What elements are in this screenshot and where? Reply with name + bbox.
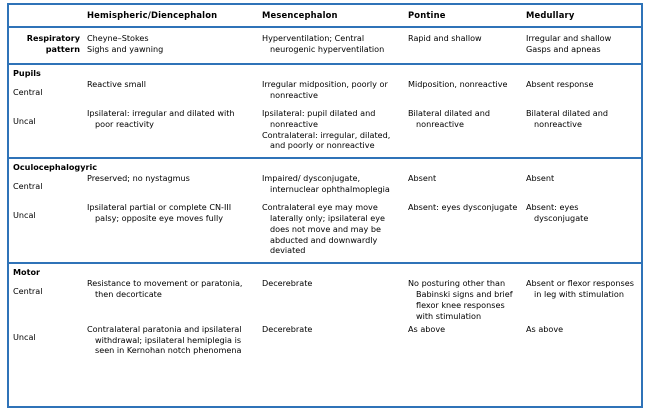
header-row: Hemispheric/Diencephalon Mesencephalon P…: [9, 5, 641, 29]
cell-text: Absent: eyes dysconjugate: [408, 202, 518, 213]
cell-pupils-uncal-medullary: Bilateral dilated and nonreactive: [526, 106, 641, 158]
cell-respiratory-mesencephalon: Hyperventilation; Central neurogenic hyp…: [262, 27, 408, 64]
section-heading-oculocephalogyric: Oculocephalogyric: [13, 162, 98, 173]
cell-text: Sighs and yawning: [87, 44, 164, 55]
cell-oculo-central-hemispheric: Preserved; no nystagmus: [87, 157, 262, 201]
localization-table-frame: Hemispheric/Diencephalon Mesencephalon P…: [7, 3, 643, 408]
cell-text: Absent: [408, 173, 437, 184]
cell-text: Decerebrate: [262, 323, 313, 334]
table-row: Uncal Ipsilateral: irregular and dilated…: [9, 106, 641, 158]
table-body: Respiratory pattern Cheyne–Stokes Sighs …: [9, 27, 641, 356]
cell-oculo-central-mesencephalon: Impaired/ dysconjugate, internuclear oph…: [262, 157, 408, 201]
cell-text: As above: [526, 323, 564, 334]
cell-text: Absent or flexor responses in leg with s…: [526, 278, 634, 300]
cell-oculo-uncal-hemispheric: Ipsilateral partial or complete CN-III p…: [87, 200, 262, 263]
cell-text: Irregular and shallow: [526, 33, 612, 44]
cell-pupils-central-medullary: Absent response: [526, 62, 641, 106]
cell-text: Ipsilateral partial or complete CN-III p…: [87, 202, 232, 223]
cell-text: Impaired/ dysconjugate, internuclear oph…: [262, 173, 390, 195]
cell-motor-uncal-medullary: As above: [526, 322, 641, 357]
cell-text: Resistance to movement or paratonia, the…: [87, 278, 243, 300]
section-heading-pupils: Pupils: [13, 67, 41, 78]
cell-motor-uncal-pontine: As above: [408, 322, 526, 357]
table-row: Uncal Ipsilateral partial or complete CN…: [9, 200, 641, 263]
sub-row-label: Central: [13, 181, 43, 192]
sub-row-label: Uncal: [13, 210, 36, 221]
cell-respiratory-medullary: Irregular and shallow Gasps and apneas: [526, 27, 641, 64]
cell-text: Decerebrate: [262, 278, 313, 289]
cell-text: Absent response: [526, 78, 594, 89]
cell-text: Ipsilateral: pupil dilated and nonreacti…: [262, 107, 376, 129]
table-row: Motor Central Resistance to movement or …: [9, 262, 641, 322]
table-row: Respiratory pattern Cheyne–Stokes Sighs …: [9, 27, 641, 64]
cell-oculo-uncal-mesencephalon: Contralateral eye may move laterally onl…: [262, 200, 408, 263]
cell-text: Bilateral dilated and nonreactive: [526, 107, 608, 129]
cell-text: Contralateral paratonia and ipsilateral …: [87, 323, 242, 356]
column-header-medullary: Medullary: [526, 5, 641, 29]
column-header-blank: [9, 5, 87, 29]
cell-text: Reactive small: [87, 78, 146, 89]
row-label-oculocephalogyric-central: Oculocephalogyric Central: [9, 157, 98, 201]
cell-text: Midposition, nonreactive: [408, 78, 508, 89]
table-header: Hemispheric/Diencephalon Mesencephalon P…: [9, 5, 641, 29]
cell-text: Hyperventilation; Central neurogenic hyp…: [262, 33, 385, 55]
cell-text: Cheyne–Stokes: [87, 33, 149, 44]
section-heading-motor: Motor: [13, 267, 41, 278]
cell-oculo-uncal-medullary: Absent: eyes dysconjugate: [526, 200, 641, 263]
table-row: Uncal Contralateral paratonia and ipsila…: [9, 322, 641, 357]
column-header-hemispheric-diencephalon: Hemispheric/Diencephalon: [87, 5, 262, 29]
sub-row-label: Central: [13, 286, 43, 297]
cell-text: Contralateral eye may move laterally onl…: [262, 202, 386, 256]
cell-text: Irregular midposition, poorly or nonreac…: [262, 78, 388, 100]
cell-pupils-uncal-mesencephalon: Ipsilateral: pupil dilated and nonreacti…: [262, 106, 408, 158]
row-label-pupils-uncal: Uncal: [9, 106, 87, 158]
column-header-mesencephalon: Mesencephalon: [262, 5, 408, 29]
cell-pupils-central-mesencephalon: Irregular midposition, poorly or nonreac…: [262, 62, 408, 106]
cell-text: No posturing other than Babinski signs a…: [408, 278, 513, 321]
row-label-respiratory-pattern: Respiratory pattern: [9, 27, 87, 64]
respiratory-label-line2: pattern: [45, 44, 80, 55]
column-header-pontine: Pontine: [408, 5, 526, 29]
cell-oculo-central-pontine: Absent: [408, 157, 526, 201]
cell-text: Contralateral: irregular, dilated, and p…: [262, 129, 391, 151]
cell-motor-central-mesencephalon: Decerebrate: [262, 262, 408, 322]
cell-pupils-central-hemispheric: Reactive small: [87, 62, 262, 106]
cell-motor-uncal-mesencephalon: Decerebrate: [262, 322, 408, 357]
cell-text: As above: [408, 323, 446, 334]
cell-pupils-uncal-hemispheric: Ipsilateral: irregular and dilated with …: [87, 106, 262, 158]
table-row: Pupils Central Reactive small Irregular …: [9, 62, 641, 106]
row-label-oculocephalogyric-uncal: Uncal: [9, 200, 87, 263]
cell-respiratory-pontine: Rapid and shallow: [408, 27, 526, 64]
row-label-motor-uncal: Uncal: [9, 322, 87, 357]
sub-row-label: Uncal: [13, 331, 36, 342]
cell-motor-central-hemispheric: Resistance to movement or paratonia, the…: [87, 262, 262, 322]
sub-row-label: Uncal: [13, 115, 36, 126]
cell-text: Rapid and shallow: [408, 33, 482, 44]
cell-text: Preserved; no nystagmus: [87, 173, 190, 184]
cell-text: Bilateral dilated and nonreactive: [408, 107, 490, 129]
cell-motor-central-medullary: Absent or flexor responses in leg with s…: [526, 262, 641, 322]
table-row: Oculocephalogyric Central Preserved; no …: [9, 157, 641, 201]
neurologic-localization-table: Hemispheric/Diencephalon Mesencephalon P…: [9, 5, 641, 356]
row-label-pupils-central: Pupils Central: [9, 62, 87, 106]
cell-text: Ipsilateral: irregular and dilated with …: [87, 107, 235, 129]
cell-respiratory-hemispheric: Cheyne–Stokes Sighs and yawning: [87, 27, 262, 64]
cell-oculo-central-medullary: Absent: [526, 157, 641, 201]
cell-text: Gasps and apneas: [526, 44, 601, 55]
cell-motor-uncal-hemispheric: Contralateral paratonia and ipsilateral …: [87, 322, 262, 357]
row-label-motor-central: Motor Central: [9, 262, 87, 322]
respiratory-label-line1: Respiratory: [26, 33, 80, 44]
cell-oculo-uncal-pontine: Absent: eyes dysconjugate: [408, 200, 526, 263]
cell-pupils-uncal-pontine: Bilateral dilated and nonreactive: [408, 106, 526, 158]
cell-text: Absent: [526, 173, 555, 184]
cell-pupils-central-pontine: Midposition, nonreactive: [408, 62, 526, 106]
sub-row-label: Central: [13, 86, 43, 97]
cell-text: Absent: eyes dysconjugate: [526, 202, 589, 223]
cell-motor-central-pontine: No posturing other than Babinski signs a…: [408, 262, 526, 322]
